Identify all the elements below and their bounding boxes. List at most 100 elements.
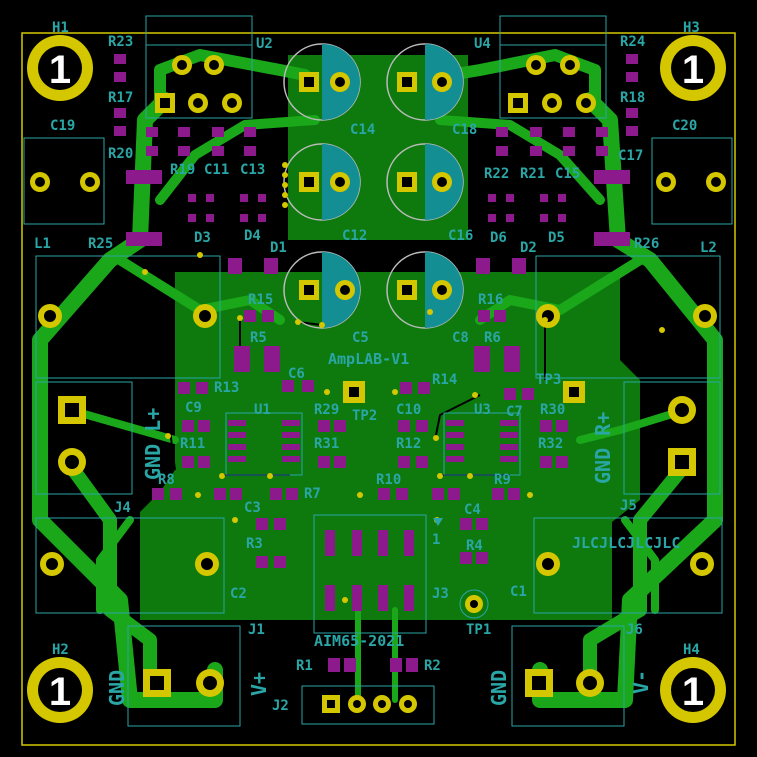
ref-r8: R8 — [158, 472, 175, 488]
hole-number-h2: 1 — [49, 670, 71, 714]
ref-c4: C4 — [464, 502, 481, 518]
cap-c12 — [283, 143, 361, 221]
ic-u1 — [225, 412, 303, 476]
ref-r26: R26 — [634, 236, 659, 252]
cap-c1 — [533, 517, 723, 614]
ref-d1: D1 — [270, 240, 287, 256]
label-v-plus: V+ — [247, 672, 271, 696]
ref-r30: R30 — [540, 402, 565, 418]
cap-c18 — [386, 43, 464, 121]
connector-j4 — [35, 381, 133, 495]
ref-d3: D3 — [194, 230, 211, 246]
ref-c8: C8 — [452, 330, 469, 346]
ref-r2: R2 — [424, 658, 441, 674]
ref-c2: C2 — [230, 586, 247, 602]
ref-u3: U3 — [474, 402, 491, 418]
ref-r7: R7 — [304, 486, 321, 502]
ref-c9: C9 — [185, 400, 202, 416]
board-outline — [21, 32, 736, 746]
ref-r20: R20 — [108, 146, 133, 162]
ref-h1: H1 — [52, 20, 69, 36]
pin1-triangle-icon — [433, 518, 443, 526]
ref-r29: R29 — [314, 402, 339, 418]
ref-l2: L2 — [700, 240, 717, 256]
ref-r3: R3 — [246, 536, 263, 552]
ref-c11: C11 — [204, 162, 229, 178]
ref-h4: H4 — [683, 642, 700, 658]
ref-j5: J5 — [620, 498, 637, 514]
ref-c17: C17 — [618, 148, 643, 164]
ref-d5: D5 — [548, 230, 565, 246]
ref-r21: R21 — [520, 166, 545, 182]
label-gnd-left: GND — [105, 670, 129, 706]
ref-u4: U4 — [474, 36, 491, 52]
ref-r19: R19 — [170, 162, 195, 178]
connector-j5 — [623, 381, 721, 495]
cap-c20 — [651, 137, 733, 225]
ref-c13: C13 — [240, 162, 265, 178]
ref-r6: R6 — [484, 330, 501, 346]
module-j3 — [313, 514, 427, 634]
test-point-tp1 — [459, 589, 489, 619]
ref-j1: J1 — [248, 622, 265, 638]
electrolytic-caps — [283, 43, 464, 329]
ref-r22: R22 — [484, 166, 509, 182]
cap-c8 — [386, 251, 464, 329]
ref-c15: C15 — [555, 166, 580, 182]
ref-h3: H3 — [683, 20, 700, 36]
jlc-marking: JLCJLCJLCJLC — [572, 534, 680, 552]
ref-c20: C20 — [672, 118, 697, 134]
regulator-u4 — [499, 15, 607, 119]
cap-c19 — [23, 137, 105, 225]
ref-r15: R15 — [248, 292, 273, 308]
smd-components — [114, 54, 638, 672]
cap-c16 — [386, 143, 464, 221]
ref-d2: D2 — [520, 240, 537, 256]
ref-tp1: TP1 — [466, 622, 491, 638]
ref-tp3: TP3 — [536, 372, 561, 388]
cap-c14 — [283, 43, 361, 121]
ref-c14: C14 — [350, 122, 375, 138]
ref-r13: R13 — [214, 380, 239, 396]
cap-c2 — [35, 517, 225, 614]
ref-r9: R9 — [494, 472, 511, 488]
ref-r16: R16 — [478, 292, 503, 308]
ref-c16: C16 — [448, 228, 473, 244]
hole-number-h3: 1 — [682, 48, 704, 92]
ref-r25: R25 — [88, 236, 113, 252]
ref-r11: R11 — [180, 436, 205, 452]
ref-r4: R4 — [466, 538, 483, 554]
header-j2 — [301, 685, 435, 725]
ref-u2: U2 — [256, 36, 273, 52]
ref-c12: C12 — [342, 228, 367, 244]
test-point-tp3 — [563, 381, 585, 403]
ref-r12: R12 — [396, 436, 421, 452]
hole-number-h4: 1 — [682, 670, 704, 714]
ref-d6: D6 — [490, 230, 507, 246]
mounting-holes — [27, 35, 726, 723]
silkscreen-labels: H1 H3 H2 H4 R23 R17 R20 R24 R18 C17 U2 U… — [34, 20, 717, 714]
ref-j2: J2 — [272, 698, 289, 714]
ref-c10: C10 — [396, 402, 421, 418]
ic-u3 — [443, 412, 521, 476]
ref-h2: H2 — [52, 642, 69, 658]
ref-r32: R32 — [538, 436, 563, 452]
ref-c18: C18 — [452, 122, 477, 138]
ref-tp2: TP2 — [352, 408, 377, 424]
ref-c5: C5 — [352, 330, 369, 346]
label-v-minus: V- — [629, 670, 653, 694]
ref-u1: U1 — [254, 402, 271, 418]
ref-r23: R23 — [108, 34, 133, 50]
regulator-u2 — [145, 15, 253, 119]
ref-j3: J3 — [432, 586, 449, 602]
ref-j4: J4 — [114, 500, 131, 516]
ref-j6: J6 — [626, 622, 643, 638]
label-gnd-right: GND — [487, 670, 511, 706]
label-gnd-l-plus: GND L+ — [141, 408, 165, 480]
test-point-tp2 — [343, 381, 365, 403]
inductor-l1 — [35, 255, 221, 379]
cap-c5 — [283, 251, 361, 329]
label-gnd-r-plus: GND R+ — [591, 412, 615, 484]
hole-number-h1: 1 — [49, 48, 71, 92]
